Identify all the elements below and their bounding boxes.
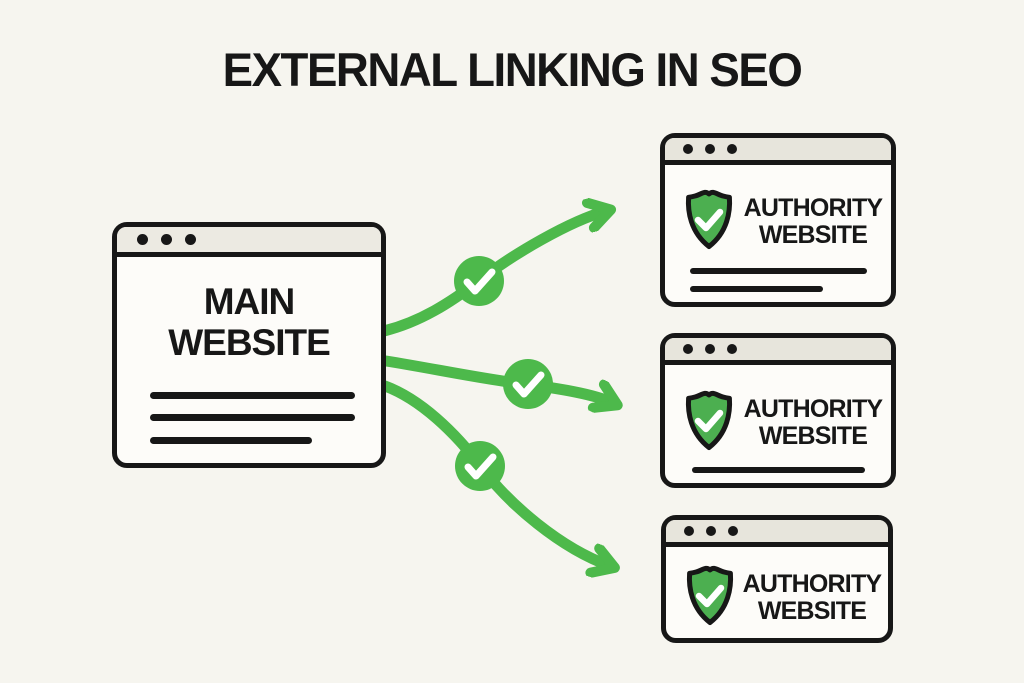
window-dot-icon [161, 234, 172, 245]
authority-label-line2: WEBSITE [758, 221, 868, 249]
shield-check-icon [685, 390, 733, 450]
main-website-label: MAIN WEBSITE [117, 281, 381, 363]
window-dot-icon [705, 144, 715, 154]
window-dot-icon [137, 234, 148, 245]
shield-check-icon [686, 565, 734, 625]
authority-label-line2: WEBSITE [758, 422, 868, 450]
shield-check-icon [685, 189, 733, 249]
check-circle-icon-top [454, 256, 504, 306]
window-dots-icon [665, 338, 891, 365]
authority-website-label: AUTHORITY WEBSITE [742, 571, 882, 625]
window-dot-icon [185, 234, 196, 245]
curved-arrow-icon-middle [380, 355, 613, 403]
authority-website-label: AUTHORITY WEBSITE [741, 396, 885, 450]
window-dot-icon [684, 526, 694, 536]
authority-window-3: AUTHORITY WEBSITE [661, 515, 893, 643]
content-placeholder-line [150, 392, 355, 399]
window-dot-icon [727, 144, 737, 154]
window-dot-icon [683, 344, 693, 354]
content-placeholder-line [690, 268, 867, 274]
authority-window-2: AUTHORITY WEBSITE [660, 333, 896, 488]
authority-website-label: AUTHORITY WEBSITE [741, 195, 885, 249]
authority-label-line1: AUTHORITY [742, 570, 882, 598]
content-placeholder-line [690, 286, 823, 292]
authority-label-line1: AUTHORITY [743, 194, 883, 222]
authority-label-line2: WEBSITE [757, 597, 867, 625]
check-circle-icon-bottom [455, 441, 505, 491]
window-dot-icon [705, 344, 715, 354]
content-placeholder-line [150, 414, 355, 421]
check-circle-icon-middle [503, 359, 553, 409]
main-label-line2: WEBSITE [168, 322, 331, 363]
window-dots-icon [665, 138, 891, 165]
authority-label-line1: AUTHORITY [743, 395, 883, 423]
window-dots-icon [666, 520, 888, 547]
main-label-line1: MAIN [203, 281, 296, 322]
main-website-window: MAIN WEBSITE [112, 222, 386, 468]
content-placeholder-line [692, 467, 865, 473]
window-dot-icon [728, 526, 738, 536]
window-dot-icon [727, 344, 737, 354]
window-dot-icon [706, 526, 716, 536]
content-placeholder-line [150, 437, 312, 444]
page-title: EXTERNAL LINKING IN SEO [222, 43, 803, 96]
window-dots-icon [117, 227, 381, 257]
authority-window-1: AUTHORITY WEBSITE [660, 133, 896, 307]
window-dot-icon [683, 144, 693, 154]
